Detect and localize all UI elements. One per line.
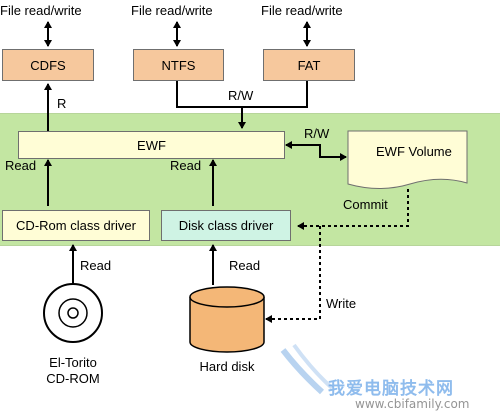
cdrom-driver-box: CD-Rom class driver — [2, 210, 150, 241]
edge-label-write: Write — [326, 296, 357, 311]
edge-label-rw-volume: R/W — [304, 126, 330, 141]
cdrom-label-line2: CD-ROM — [46, 371, 100, 386]
io-label-cdfs: File read/write — [0, 3, 82, 18]
ntfs-box: NTFS — [133, 49, 224, 81]
disk-driver-box: Disk class driver — [161, 210, 291, 241]
hard-disk-icon — [189, 286, 265, 353]
cdrom-icon — [43, 283, 103, 343]
ewf-volume-label: EWF Volume — [376, 144, 452, 159]
ewf-box: EWF — [18, 131, 285, 159]
cdrom-label-line1: El-Torito — [49, 355, 97, 370]
watermark-cn: 我爱电脑技术网 — [328, 379, 454, 399]
arrow-commit — [297, 189, 409, 230]
edge-label-read-disk: Read — [229, 258, 261, 273]
watermark-logo-icon — [280, 343, 334, 395]
edge-label-read-left: Read — [5, 158, 37, 173]
edge-label-rw-top: R/W — [228, 88, 254, 103]
ewf-volume-shape — [347, 130, 468, 189]
cdfs-box: CDFS — [2, 49, 94, 81]
fat-box: FAT — [263, 49, 355, 81]
edge-label-read-cdrom: Read — [80, 258, 112, 273]
arrow-write — [265, 226, 321, 323]
arrow-rw-volume — [285, 141, 347, 161]
edge-label-read-mid: Read — [170, 158, 202, 173]
io-label-ntfs: File read/write — [131, 3, 213, 18]
edge-label-commit: Commit — [343, 197, 388, 212]
watermark-url: www.cbifamily.com — [355, 397, 470, 411]
hard-disk-label: Hard disk — [199, 359, 255, 374]
io-label-fat: File read/write — [261, 3, 343, 18]
edge-label-r: R — [57, 96, 67, 111]
